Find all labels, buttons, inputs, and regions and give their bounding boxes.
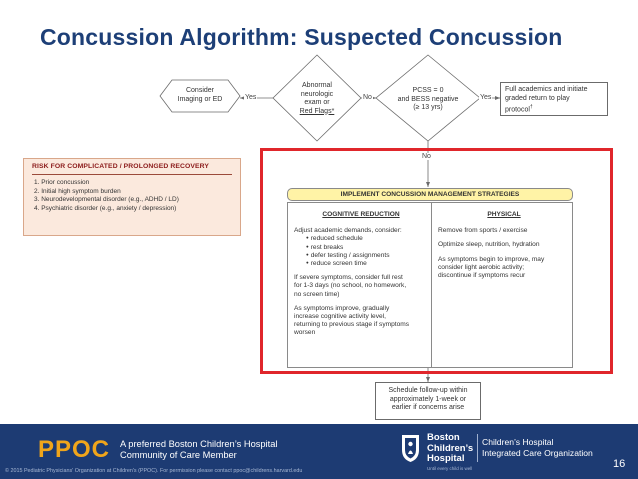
page-number: 16 — [613, 458, 626, 470]
cognitive-intro: Adjust academic demands, consider: — [294, 227, 402, 235]
improve-line-1: As symptoms improve, gradually — [294, 304, 390, 312]
pcss-line-1: PCSS = 0 — [412, 87, 444, 94]
ppoc-logo: PPOC — [38, 436, 111, 463]
ico-line-2: Integrated Care Organization — [482, 448, 593, 458]
neuro-line-2: neurologic — [300, 90, 334, 98]
follow-up-line-2: approximately 1-week or — [389, 395, 467, 403]
slide-title: Concussion Algorithm: Suspected Concussi… — [40, 24, 563, 50]
copyright-text: © 2015 Pediatric Physicians' Organizatio… — [5, 468, 303, 474]
neuro-exam-decision: Abnormal neurologic exam or Red Flags* — [285, 82, 349, 116]
consider-imaging-node: Consider Imaging or ED — [172, 87, 228, 104]
cognitive-bullet: reduced schedule — [306, 235, 428, 243]
hospital-line-3: Hospital — [427, 453, 465, 464]
follow-up-box: Schedule follow-up within approximately … — [375, 382, 481, 420]
yes-label-right: Yes — [479, 94, 493, 101]
consider-imaging-shape — [159, 79, 241, 113]
pcss-line-2: and BESS negative — [397, 95, 459, 103]
physical-p1: Remove from sports / exercise — [438, 227, 528, 235]
improve-line-2: increase cognitive activity level, — [294, 313, 386, 321]
physical-p3-line-1: As symptoms begin to improve, may — [438, 255, 545, 263]
full-academics-line-3: protocol† — [505, 103, 603, 115]
tagline-line-1: A preferred Boston Children’s Hospital — [120, 439, 278, 449]
follow-up-line-1: Schedule follow-up within — [388, 387, 468, 394]
cognitive-title: COGNITIVE REDUCTION — [322, 211, 400, 218]
management-heading: IMPLEMENT CONCUSSION MANAGEMENT STRATEGI… — [287, 188, 573, 201]
physical-column: PHYSICAL Remove from sports / exercise O… — [438, 211, 570, 286]
neuro-line-1: Abnormal — [302, 82, 332, 89]
pcss-line-3: (≥ 13 yrs) — [413, 104, 443, 111]
full-academics-line-2: graded return to play — [505, 94, 570, 102]
cognitive-column: COGNITIVE REDUCTION Adjust academic dema… — [294, 211, 428, 344]
footer-bar: PPOC A preferred Boston Children’s Hospi… — [0, 424, 638, 479]
dagger-footnote: † — [529, 104, 533, 110]
neuro-diamond-shape — [272, 54, 362, 142]
red-flags-link: Red Flags* — [299, 107, 335, 115]
hospital-tagline: Until every child is well — [427, 466, 473, 471]
full-academics-line-1: Full academics and initiate — [505, 86, 588, 93]
hospital-line-1: Boston — [427, 432, 460, 443]
severe-line-2: for 1-3 days (no school, no homework, — [294, 282, 407, 290]
cognitive-bullets: reduced schedule rest breaks defer testi… — [294, 235, 428, 268]
column-divider — [431, 203, 432, 367]
physical-title: PHYSICAL — [487, 211, 521, 218]
hospital-line-2: Children’s — [427, 442, 474, 454]
follow-up-line-3: earlier if concerns arise — [391, 404, 465, 411]
ppoc-tagline: A preferred Boston Children’s Hospital C… — [120, 439, 277, 461]
no-label-middle: No — [362, 94, 373, 101]
risk-item: 1. Prior concussion — [34, 179, 90, 186]
consider-imaging-line-1: Consider — [185, 87, 214, 94]
risk-heading: RISK FOR COMPLICATED / PROLONGED RECOVER… — [32, 163, 210, 170]
yes-label-left: Yes — [244, 94, 258, 101]
risk-item: 2. Initial high symptom burden — [34, 187, 121, 195]
physical-p3: As symptoms begin to improve, may consid… — [438, 256, 570, 281]
cognitive-bullet: rest breaks — [306, 244, 428, 252]
consider-imaging-line-2: Imaging or ED — [177, 95, 223, 103]
full-academics-line-3-text: protocol — [505, 106, 530, 114]
improve-text: As symptoms improve, gradually increase … — [294, 305, 428, 338]
footer-divider — [477, 434, 478, 462]
highlight-frame — [260, 148, 613, 374]
pcss-decision: PCSS = 0 and BESS negative (≥ 13 yrs) — [386, 87, 470, 113]
risk-list: 1. Prior concussion 2. Initial high symp… — [34, 179, 179, 213]
risk-box: RISK FOR COMPLICATED / PROLONGED RECOVER… — [23, 158, 241, 236]
hospital-name: Boston Children’s Hospital — [427, 432, 474, 465]
risk-item: 3. Neurodevelopmental disorder (e.g., AD… — [34, 196, 179, 204]
boston-childrens-shield-icon — [402, 435, 419, 462]
severe-symptoms-text: If severe symptoms, consider full rest f… — [294, 274, 428, 299]
severe-line-3: no screen time) — [294, 290, 340, 298]
risk-divider — [32, 174, 232, 175]
physical-p2: Optimize sleep, nutrition, hydration — [438, 241, 540, 249]
tagline-line-2: Community of Care Member — [120, 450, 237, 460]
cognitive-bullet: defer testing / assignments — [306, 252, 428, 260]
management-body: COGNITIVE REDUCTION Adjust academic dema… — [287, 202, 573, 368]
ico-line-1: Children’s Hospital — [482, 437, 554, 447]
full-academics-box: Full academics and initiate graded retur… — [500, 82, 608, 116]
improve-line-3: returning to previous stage if symptoms — [294, 321, 410, 329]
no-label-down: No — [421, 153, 432, 160]
physical-p3-line-2: consider light aerobic activity; — [438, 263, 525, 271]
cognitive-bullet: reduce screen time — [306, 260, 428, 268]
risk-item: 4. Psychiatric disorder (e.g., anxiety /… — [34, 204, 177, 212]
physical-p3-line-3: discontinue if symptoms recur — [438, 272, 526, 280]
severe-line-1: If severe symptoms, consider full rest — [294, 274, 403, 282]
ico-name: Children’s Hospital Integrated Care Orga… — [482, 437, 593, 459]
improve-line-4: worsen — [294, 329, 316, 337]
neuro-line-3: exam or — [304, 99, 330, 106]
